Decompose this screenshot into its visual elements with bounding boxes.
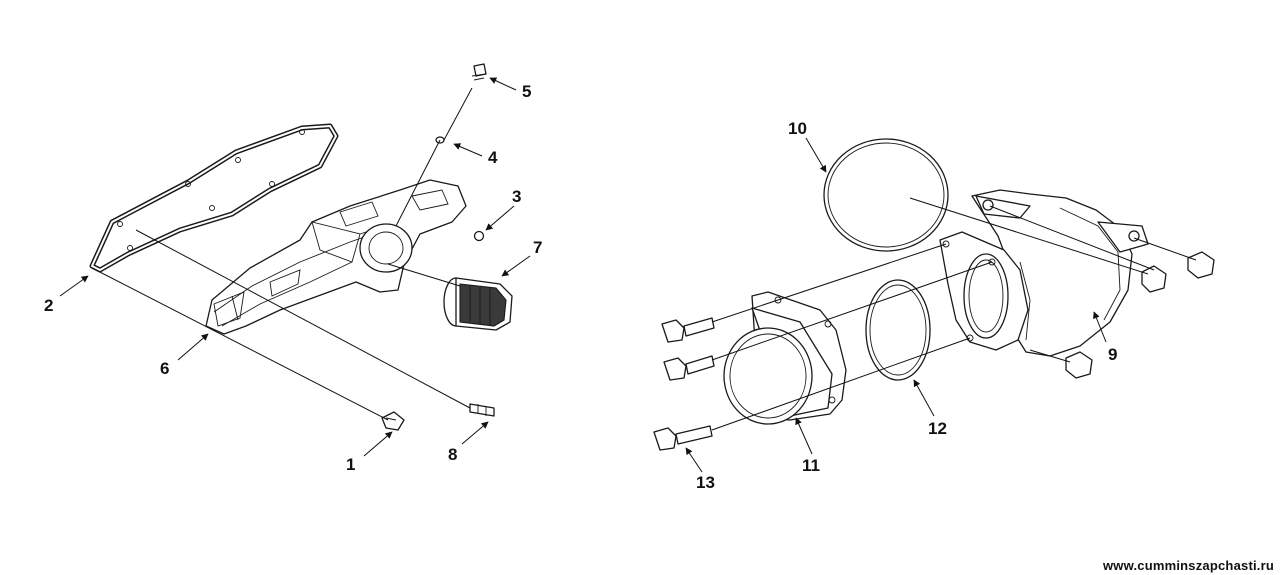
- part-nut-9-c: [1065, 351, 1093, 379]
- part-gasket-manifold: [89, 123, 339, 273]
- callout-10: 10: [788, 119, 807, 138]
- callout-6: 6: [160, 359, 169, 378]
- part-stud-5: [471, 63, 487, 81]
- callout-2: 2: [44, 296, 53, 315]
- part-bolt-13-middle: [663, 355, 715, 381]
- part-bolt-13-lower: [653, 425, 713, 451]
- site-watermark: www.cumminszapchasti.ru: [1103, 558, 1274, 573]
- part-stud-8: [469, 403, 495, 417]
- callout-3: 3: [512, 187, 521, 206]
- left-leader-lines: [91, 87, 473, 421]
- callout-9: 9: [1108, 345, 1117, 364]
- callout-4: 4: [488, 148, 498, 167]
- callout-5: 5: [522, 82, 531, 101]
- part-bolt-13-upper: [661, 317, 715, 343]
- callout-11: 11: [802, 456, 820, 475]
- part-nut-3: [473, 230, 485, 242]
- callout-8: 8: [448, 445, 457, 464]
- callout-7: 7: [533, 238, 542, 257]
- callout-12: 12: [928, 419, 947, 438]
- part-nut-9-a: [1141, 265, 1167, 293]
- part-nut-9-b: [1187, 251, 1215, 279]
- callout-arrows: [59, 77, 1107, 473]
- callout-1: 1: [346, 455, 355, 474]
- part-sensor-7: [443, 277, 513, 331]
- part-bolt-1: [381, 411, 405, 431]
- part-intake-housing: [205, 179, 467, 335]
- part-clamp-ring-12: [865, 279, 931, 381]
- part-oring-10: [823, 138, 949, 252]
- part-flange-plate: [939, 231, 1029, 351]
- right-leader-lines: [711, 197, 1197, 431]
- part-adapter-11: [723, 291, 847, 425]
- callout-13: 13: [696, 473, 715, 492]
